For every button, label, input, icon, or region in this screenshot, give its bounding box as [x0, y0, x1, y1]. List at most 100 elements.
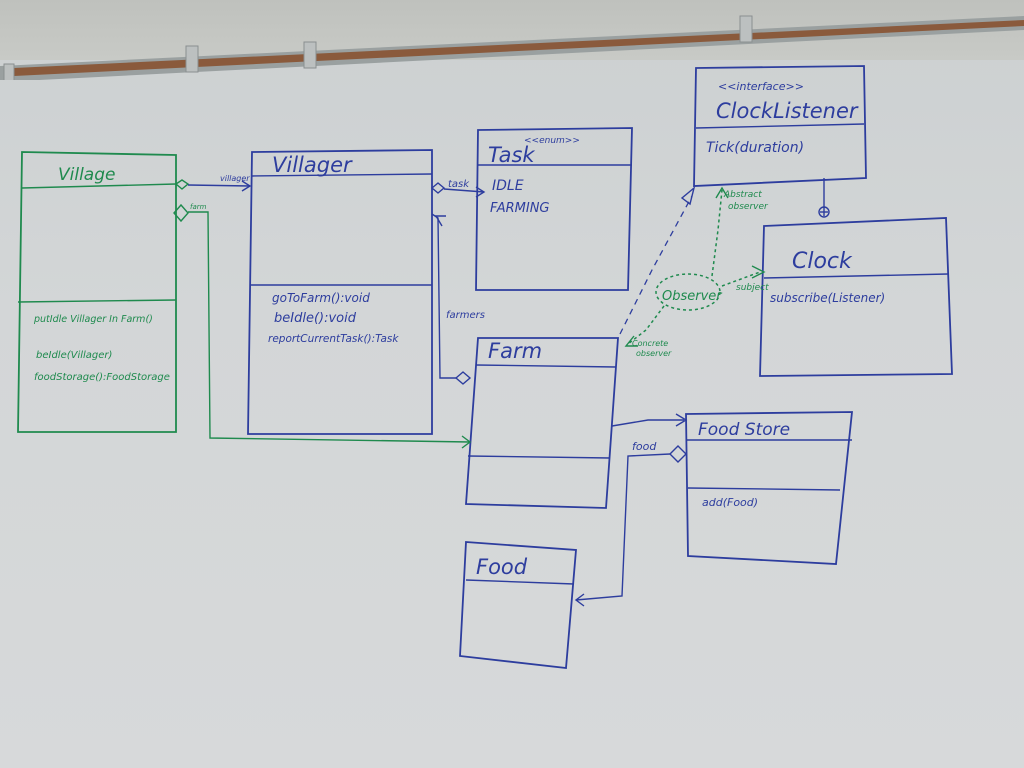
assoc-clock-listener-circle — [818, 206, 830, 218]
assoc-village-farm-diamond — [173, 203, 189, 223]
assoc-village-villager-label: villager — [220, 174, 250, 183]
realization-farm-clock-listener — [619, 186, 696, 335]
assoc-villager-task-label: task — [448, 179, 470, 190]
class-clock-name: Clock — [792, 249, 853, 274]
observer-label: Observer — [662, 289, 723, 304]
class-farm-divider-1 — [475, 364, 617, 368]
class-village-method-2: beIdle(Villager) — [36, 350, 112, 361]
class-clock-divider — [763, 273, 949, 279]
class-food-store-border — [685, 411, 854, 565]
assoc-farm-villager-arrowhead — [434, 215, 446, 227]
assoc-farm-villager-line — [431, 213, 456, 379]
assoc-village-villager-arrowhead — [241, 180, 252, 192]
assoc-village-farm-arrowhead — [461, 435, 472, 449]
assoc-village-villager: villager — [174, 174, 252, 192]
class-clock-listener-border — [693, 65, 867, 187]
class-clock-listener-divider — [695, 123, 865, 129]
assoc-farm-foodstore-arrowhead — [675, 413, 688, 427]
rail-clip-2 — [303, 41, 317, 69]
class-villager-method-3: reportCurrentTask():Task — [268, 333, 399, 345]
class-village-divider-2 — [17, 299, 177, 303]
class-village-method-3: foodStorage():FoodStorage — [34, 372, 170, 383]
class-food: Food — [459, 541, 577, 669]
subject-label: subject — [736, 283, 769, 293]
class-task-value-2: FARMING — [490, 201, 550, 216]
class-food-store-method-1: add(Food) — [702, 496, 758, 509]
abstract-observer-label-2: observer — [728, 202, 769, 212]
class-village-name: Village — [58, 165, 115, 185]
assoc-villager-task: task — [430, 179, 486, 198]
rail-clip-3 — [739, 15, 753, 43]
class-clock-listener: <<interface>> ClockListener Tick(duratio… — [693, 65, 867, 187]
realization-line — [619, 195, 693, 335]
class-food-name: Food — [476, 555, 528, 579]
observer-ellipse — [655, 273, 721, 311]
class-clock-listener-stereotype: <<interface>> — [718, 80, 804, 93]
rail-clip-1 — [185, 45, 199, 73]
class-village-method-1: putIdle Villager In Farm() — [33, 314, 153, 325]
class-food-store-divider-2 — [687, 487, 841, 491]
class-clock: Clock subscribe(Listener) — [759, 217, 953, 377]
class-food-store: Food Store add(Food) — [685, 411, 854, 565]
class-village-border — [17, 151, 177, 433]
observer-to-abstract-arrowhead — [715, 186, 729, 199]
class-villager-divider-1 — [251, 173, 433, 177]
rail-cork — [14, 20, 1024, 76]
class-food-divider — [465, 579, 575, 585]
class-task-value-1: IDLE — [492, 178, 524, 194]
assoc-village-villager-diamond — [174, 179, 190, 190]
abstract-observer-label-1: Abstract — [723, 190, 762, 200]
assoc-villager-task-line — [443, 188, 485, 193]
realization-triangle — [680, 186, 696, 206]
assoc-farm-villager: farmers — [431, 213, 485, 385]
class-clock-listener-name: ClockListener — [716, 99, 859, 123]
assoc-village-farm-line — [188, 211, 471, 443]
assoc-clock-listener — [818, 178, 830, 218]
assoc-farm-foodstore — [611, 413, 688, 427]
assoc-foodstore-food-arrowhead — [574, 593, 585, 607]
class-farm-divider-2 — [467, 455, 611, 459]
assoc-foodstore-food: food — [574, 440, 687, 607]
class-villager-method-2: beIdle():void — [274, 311, 357, 326]
class-farm-name: Farm — [488, 339, 542, 363]
class-villager-name: Villager — [272, 153, 353, 177]
assoc-village-farm-label: farm — [190, 203, 207, 211]
class-farm: Farm — [465, 337, 619, 509]
assoc-villager-task-diamond — [430, 182, 446, 194]
class-clock-listener-method-1: Tick(duration) — [706, 140, 804, 156]
assoc-farm-villager-diamond — [454, 371, 472, 385]
assoc-farm-foodstore-line — [611, 419, 684, 427]
class-villager-border — [247, 149, 433, 435]
class-farm-border — [465, 337, 619, 509]
observer-to-concrete-arrowhead — [624, 335, 638, 347]
assoc-foodstore-food-diamond — [669, 445, 687, 463]
observer-to-concrete-line — [627, 305, 665, 345]
class-task: <<enum>> Task IDLE FARMING — [475, 127, 633, 291]
class-villager-method-1: goToFarm():void — [272, 291, 370, 305]
class-village: Village putIdle Villager In Farm() beIdl… — [17, 151, 177, 433]
class-task-border — [475, 127, 633, 291]
class-food-store-name: Food Store — [698, 420, 790, 440]
observer-to-subject-arrowhead — [751, 265, 766, 279]
assoc-villager-task-arrowhead — [475, 186, 486, 198]
assoc-foodstore-food-line — [575, 453, 671, 601]
class-task-name: Task — [488, 143, 535, 167]
class-villager: Villager goToFarm():void beIdle():void r… — [247, 149, 433, 435]
class-clock-method-1: subscribe(Listener) — [770, 291, 885, 305]
whiteboard-map-rail — [0, 15, 1024, 80]
class-village-divider-1 — [21, 183, 177, 189]
class-task-stereotype: <<enum>> — [524, 136, 580, 146]
observer-to-abstract-line — [711, 189, 723, 277]
observer-to-subject-line — [721, 271, 761, 287]
concrete-observer-label-2: observer — [636, 349, 672, 358]
concrete-observer-label-1: Concrete — [632, 339, 668, 348]
class-food-border — [459, 541, 577, 669]
assoc-farm-villager-label: farmers — [446, 310, 485, 321]
assoc-village-villager-line — [187, 184, 251, 187]
assoc-village-farm: farm — [173, 203, 472, 449]
rail-end-cap — [3, 63, 15, 80]
observer-pattern-note: Observer Abstract observer subject Concr… — [624, 186, 769, 358]
class-clock-border — [759, 217, 953, 377]
